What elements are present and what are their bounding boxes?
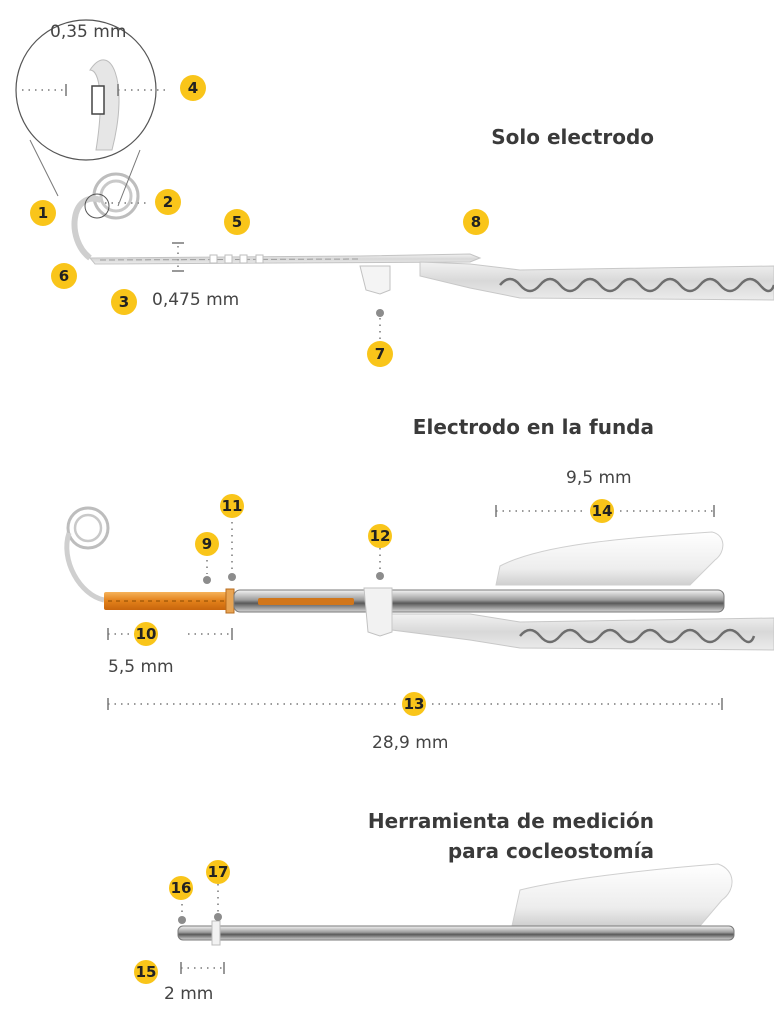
callout-badge-number: 10: [136, 625, 157, 643]
solo-dimension-guides: [22, 89, 381, 340]
callout-badge-circle: [195, 532, 219, 556]
callout-badge-number: 15: [136, 963, 157, 981]
callout-badge-11: 11: [220, 494, 244, 518]
callout-badge-number: 5: [232, 213, 242, 231]
tool-dimension-guides: [181, 884, 224, 969]
callout-badge-number: 3: [119, 293, 129, 311]
callout-badge-circle: [367, 341, 393, 367]
callout-badge-circle: [368, 524, 392, 548]
callout-badge-circle: [169, 876, 193, 900]
callout-badge-circle: [206, 860, 230, 884]
callout-badge-16: 16: [169, 876, 193, 900]
callout-badge-6: 6: [51, 263, 77, 289]
callout-badge-circle: [463, 209, 489, 235]
sheathed-electrode-illustration: [64, 506, 774, 651]
measuring-tool-illustration: [177, 863, 735, 946]
marker-dot: [376, 309, 384, 317]
measurement-9-5: 9,5 mm: [566, 468, 632, 488]
measurement-0-475: 0,475 mm: [152, 290, 240, 310]
callout-badge-circle: [111, 289, 137, 315]
callout-badge-number: 13: [404, 695, 425, 713]
callout-badge-circle: [590, 499, 614, 523]
callout-badge-12: 12: [368, 524, 392, 548]
callout-badge-14: 14: [590, 499, 614, 523]
callout-badge-number: 8: [471, 213, 481, 231]
callout-badge-7: 7: [367, 341, 393, 367]
callout-badge-9: 9: [195, 532, 219, 556]
callout-badge-13: 13: [402, 692, 426, 716]
section-heading-herramienta-line1: Herramienta de medición: [367, 809, 654, 833]
callout-badge-number: 16: [171, 879, 192, 897]
callout-badge-number: 14: [592, 502, 613, 520]
callout-badge-circle: [134, 622, 158, 646]
callout-badge-circle: [51, 263, 77, 289]
callout-badge-circle: [180, 75, 206, 101]
callout-badge-number: 17: [208, 863, 229, 881]
callout-badge-3: 3: [111, 289, 137, 315]
callout-badge-circle: [224, 209, 250, 235]
callout-badge-2: 2: [155, 189, 181, 215]
callout-badge-circle: [402, 692, 426, 716]
callout-badge-number: 11: [222, 497, 243, 515]
callout-badge-10: 10: [134, 622, 158, 646]
callout-badge-number: 12: [370, 527, 391, 545]
section-heading-solo: Solo electrodo: [491, 125, 654, 149]
callout-badge-number: 6: [59, 267, 69, 285]
callout-badge-circle: [134, 960, 158, 984]
callout-badge-number: 4: [188, 79, 198, 97]
callout-badge-number: 7: [375, 345, 385, 363]
callout-badge-15: 15: [134, 960, 158, 984]
measurement-0-35: 0,35 mm: [50, 22, 127, 42]
measurement-28-9: 28,9 mm: [372, 733, 449, 753]
solo-electrode-illustration: [15, 19, 774, 301]
callout-badge-number: 9: [202, 535, 212, 553]
section-heading-herramienta-line2: para cocleostomía: [447, 839, 654, 863]
callout-badge-4: 4: [180, 75, 206, 101]
measurement-2: 2 mm: [164, 984, 214, 1004]
callout-badge-number: 1: [38, 204, 48, 222]
section-heading-herramienta: Herramienta de medición para cocleostomí…: [368, 806, 654, 866]
measurement-5-5: 5,5 mm: [108, 657, 174, 677]
section-heading-funda: Electrodo en la funda: [412, 415, 654, 439]
callout-badge-circle: [220, 494, 244, 518]
callout-badge-8: 8: [463, 209, 489, 235]
callout-badge-1: 1: [30, 200, 56, 226]
callout-badge-5: 5: [224, 209, 250, 235]
callout-badge-17: 17: [206, 860, 230, 884]
callout-badge-circle: [30, 200, 56, 226]
callout-badge-circle: [155, 189, 181, 215]
callout-badge-number: 2: [163, 193, 173, 211]
